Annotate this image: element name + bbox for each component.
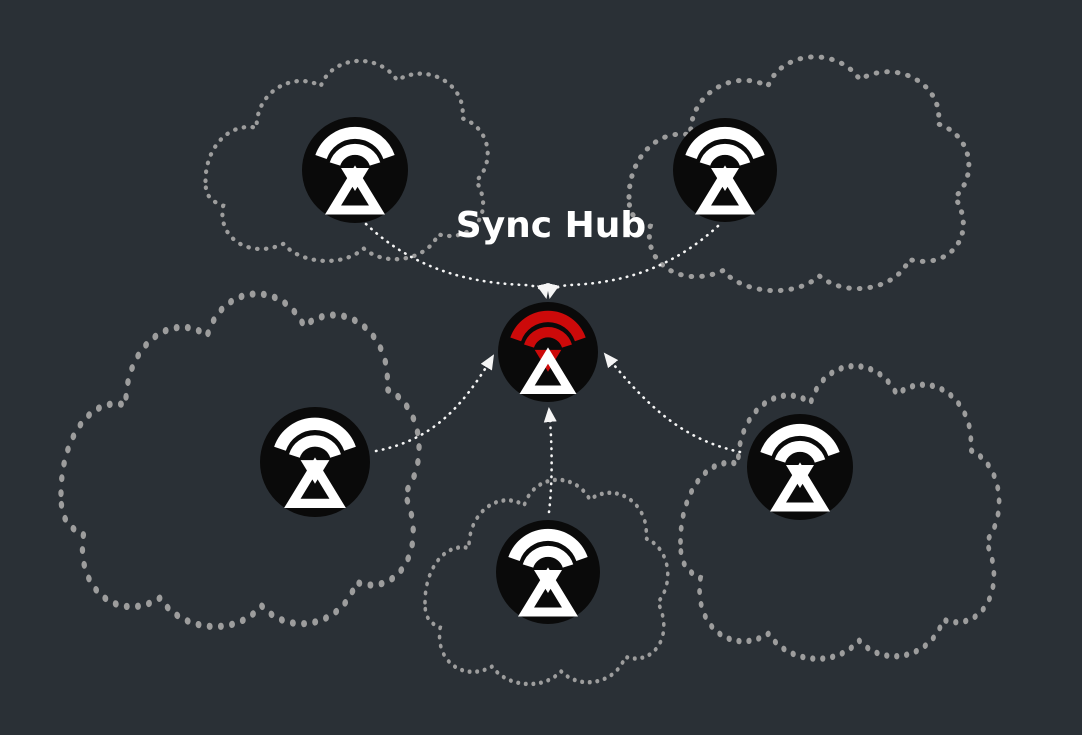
sync-arrow-top-left bbox=[364, 222, 550, 299]
device-node-top-right bbox=[673, 118, 777, 222]
device-node-right bbox=[747, 414, 853, 520]
sync-hub-node bbox=[498, 302, 598, 402]
device-node-bottom bbox=[496, 520, 600, 624]
cloud-outline-right bbox=[681, 366, 1000, 659]
sync-arrow-bottom bbox=[543, 407, 557, 514]
sync-arrow-left bbox=[374, 354, 495, 453]
device-node-left bbox=[260, 407, 370, 517]
device-node-top-left bbox=[302, 117, 408, 223]
diagram-title: Sync Hub bbox=[456, 205, 646, 246]
sync-arrow-right bbox=[603, 352, 742, 454]
